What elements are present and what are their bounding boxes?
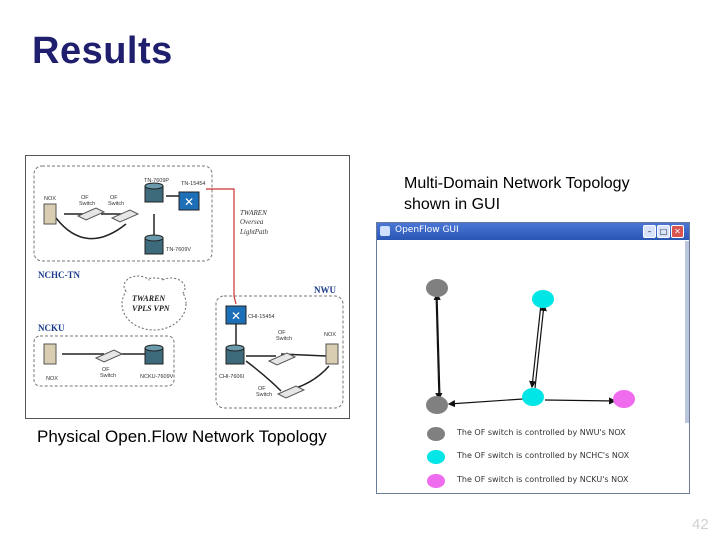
twaren-cloud xyxy=(121,275,187,331)
nox-label-ncku: NOX xyxy=(46,376,58,382)
switch-node-nchc-2 xyxy=(522,388,544,406)
lightpath-label-1: TWAREN xyxy=(240,209,267,217)
gui-caption-line1: Multi-Domain Network Topology xyxy=(404,175,630,192)
of-label-e1: OF xyxy=(258,386,266,392)
minimize-icon[interactable]: – xyxy=(643,225,656,238)
legend-dot-ncku xyxy=(427,474,445,488)
openflow-gui-window: OpenFlow GUI – □ ✕ xyxy=(376,222,690,494)
of-label-a2: Switch xyxy=(79,201,95,207)
nchc-domain-box xyxy=(33,165,213,262)
router-label-tn-7609v: TN-7609V xyxy=(166,247,191,253)
lightpath-link xyxy=(206,188,237,305)
of-label-b1: OF xyxy=(110,195,118,201)
nox-server-nchc xyxy=(43,203,57,225)
gui-legend: The OF switch is controlled by NWU's NOX… xyxy=(377,423,689,493)
of-label-e2: Switch xyxy=(256,392,272,398)
nox-server-nwu xyxy=(325,343,339,365)
router-label-chi-7606: CHI-7606I xyxy=(219,374,245,380)
slide-title: Results xyxy=(32,30,173,72)
nox-label-nchc: NOX xyxy=(44,196,56,202)
of-label-d2: Switch xyxy=(276,336,292,342)
physical-topology-diagram: TWAREN VPLS VPN xyxy=(25,155,350,419)
nox-label-nwu: NOX xyxy=(324,332,336,338)
gui-links xyxy=(433,292,617,408)
gui-titlebar: OpenFlow GUI – □ ✕ xyxy=(377,223,689,240)
legend-dot-nwu xyxy=(427,427,445,441)
legend-text-nchc: The OF switch is controlled by NCHC's NO… xyxy=(457,451,630,460)
svg-text:✕: ✕ xyxy=(231,309,241,323)
nox-server-ncku xyxy=(43,343,57,365)
physical-topology-svg: TWAREN VPLS VPN xyxy=(33,165,344,409)
nwu-domain-box xyxy=(215,295,344,409)
switch-label-chi-15454: CHI-15454 xyxy=(248,314,275,320)
physical-links xyxy=(55,195,330,392)
close-icon[interactable]: ✕ xyxy=(671,225,684,238)
gui-topology-canvas xyxy=(379,241,689,445)
lightpath-label-3: LightPath xyxy=(239,228,269,236)
svg-text:✕: ✕ xyxy=(184,195,194,209)
switch-node-nwu-2 xyxy=(426,396,448,414)
of-label-a1: OF xyxy=(81,195,89,201)
routers xyxy=(144,182,245,365)
switch-node-nwu-1 xyxy=(426,279,448,297)
switch-label-tn-15454: TN-15454 xyxy=(181,181,205,187)
lightpath-label-2: Oversea xyxy=(240,218,264,226)
gui-window-title: OpenFlow GUI xyxy=(395,225,459,235)
physical-topology-caption: Physical Open.Flow Network Topology xyxy=(37,427,327,446)
maximize-icon[interactable]: □ xyxy=(657,225,670,238)
switch-node-ncku-1 xyxy=(613,390,635,408)
ncku-domain-box xyxy=(33,335,175,387)
domain-label-nchc: NCHC-TN xyxy=(38,270,80,280)
of-label-c2: Switch xyxy=(100,373,116,379)
cloud-label-1: TWAREN xyxy=(132,294,166,303)
domain-label-nwu: NWU xyxy=(314,285,336,295)
optical-switches: ✕ ✕ xyxy=(178,191,247,325)
legend-text-ncku: The OF switch is controlled by NCKU's NO… xyxy=(457,475,629,484)
legend-dot-nchc xyxy=(427,450,445,464)
cloud-label-2: VPLS VPN xyxy=(132,304,171,313)
of-label-c1: OF xyxy=(102,367,110,373)
domain-label-ncku: NCKU xyxy=(38,323,65,333)
switch-node-nchc-1 xyxy=(532,290,554,308)
router-label-ncku: NCKU-7609V xyxy=(140,374,174,380)
of-label-b2: Switch xyxy=(108,201,124,207)
app-icon xyxy=(380,226,390,236)
page-number: 42 xyxy=(692,516,709,533)
of-label-d1: OF xyxy=(278,330,286,336)
router-label-tn-7609p: TN-7609P xyxy=(144,178,169,184)
gui-caption: Multi-Domain Network Topology shown in G… xyxy=(404,173,630,215)
gui-topology-svg xyxy=(426,279,635,414)
legend-text-nwu: The OF switch is controlled by NWU's NOX xyxy=(457,428,626,437)
of-switches xyxy=(76,207,306,399)
gui-caption-line2: shown in GUI xyxy=(404,196,501,213)
